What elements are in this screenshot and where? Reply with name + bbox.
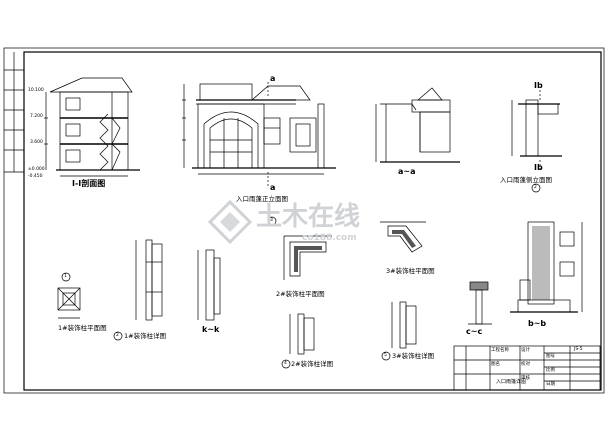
section-k-k-title: k~k [202,325,220,334]
circle-mark-2-text: 2 [116,333,119,338]
tb-label-check: 校对 [521,362,530,367]
circle-mark-4-text: 4 [284,361,287,366]
circle-mark-side-text: 2 [534,185,537,190]
circle-mark-5 [381,351,391,361]
binding-strip [4,52,24,173]
section-1-1-title: I-I剖面图 [72,179,106,188]
section-b-b-title: b~b [528,319,547,328]
tb-project-title: 入口雨篷详图 [496,379,527,385]
entrance-elevation-title: 入口雨蓬正立面图 [236,195,288,203]
side-elevation-drawing [511,90,562,170]
section-1-1-drawing [44,77,140,177]
tb-label-drawing: 图名 [491,362,500,367]
circle-mark-1 [61,272,71,282]
circle-mark-4 [281,359,291,369]
col1-detail-drawing [135,239,163,321]
section-a-a-title: a~a [398,167,416,176]
entrance-elevation-drawing [182,82,336,186]
tb-label-design: 设计 [521,348,530,353]
section-b-b-drawing [510,221,583,313]
section-a-a-drawing [375,87,460,163]
col2-plan-title: 2#装饰柱平面图 [276,290,325,298]
watermark-url: co188.com [302,233,357,243]
col1-detail-title: 1#装饰柱详图 [124,332,167,340]
col2-detail-drawing [289,313,315,355]
col3-plan-title: 3#装饰柱平面图 [386,267,435,275]
elev-label-3: 7.200 [30,114,43,119]
tb-drawing-no: JS-5 [574,347,583,352]
col3-detail-drawing [391,301,417,349]
outer-border [3,47,605,394]
elev-label-0: ±0.000 [28,167,45,172]
col3-detail-title: 3#装饰柱详图 [392,352,435,360]
tb-label-scale: 比例 [546,368,555,373]
circle-mark-2 [113,331,123,341]
col2-detail-title: 2#装饰柱详图 [291,360,334,368]
col3-plan-drawing [380,221,426,253]
tb-label-no: 图号 [546,354,555,359]
col2-plan-drawing [283,235,332,280]
circle-mark-1-text: 1 [64,274,67,279]
circle-mark-3 [267,216,277,226]
elev-label-4: 10.100 [28,88,44,93]
section-c-c-title: c~c [466,327,483,336]
inner-frame [23,51,602,391]
elev-label-1: -0.450 [28,174,43,179]
elev-label-2: 3.600 [30,140,43,145]
section-tag-a-bottom: a [270,183,276,192]
col1-plan-drawing [57,287,81,319]
section-tag-a-top: a [270,74,276,83]
section-tag-b-top: Ib [534,81,543,90]
section-c-c-drawing [468,281,492,325]
col1-plan-title: 1#装饰柱平面图 [58,324,107,332]
section-tag-b-bottom: Ib [534,163,543,172]
title-block-frame [453,345,601,391]
entrance-side-elevation-title: 入口雨蓬侧立面图 [500,176,552,184]
watermark-text: 土木在线 [256,202,361,232]
tb-label-review: 审核 [521,376,530,381]
circle-mark-5-text: 5 [384,353,387,358]
circle-mark-side [531,183,541,193]
circle-mark-3-text: 3 [270,218,273,223]
tb-label-date: 日期 [546,382,555,387]
section-k-k-drawing [197,249,221,321]
watermark-logo-icon [207,199,253,245]
tb-label-project: 工程名称 [491,348,509,353]
